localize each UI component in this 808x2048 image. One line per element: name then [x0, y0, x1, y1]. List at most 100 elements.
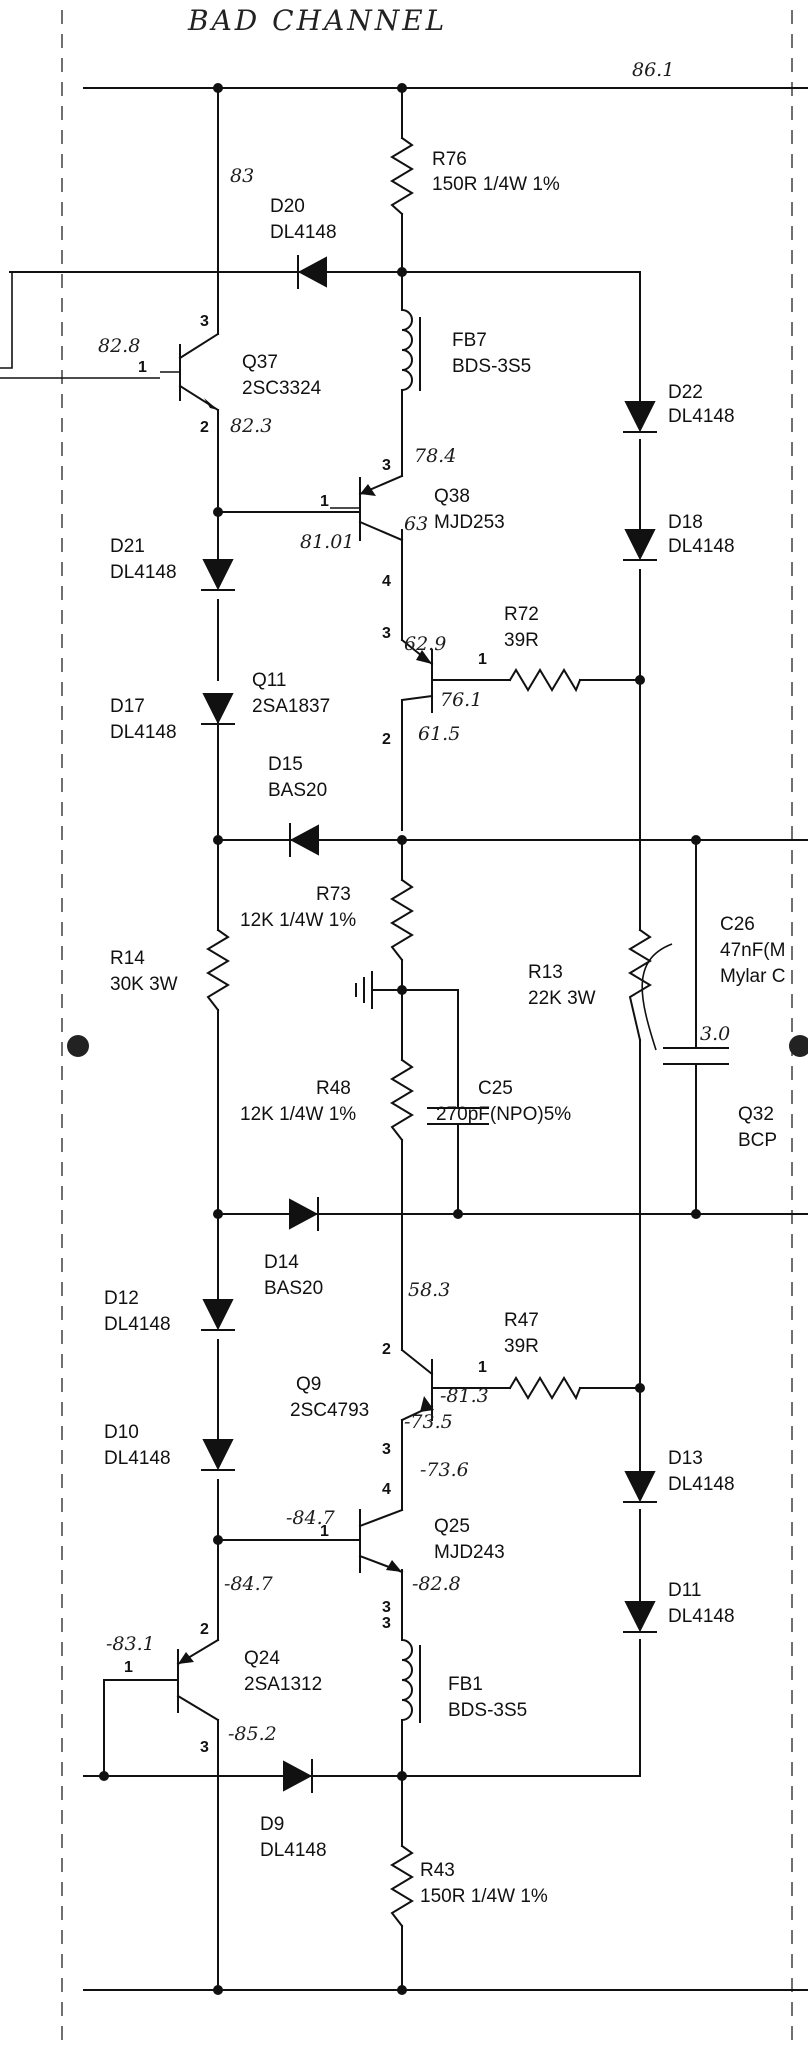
meas-neg-85-2: -85.2 — [228, 1723, 277, 1745]
svg-text:3: 3 — [382, 1441, 391, 1458]
d20-value: DL4148 — [270, 222, 337, 243]
resistor-r47: 1 R47 39R — [478, 1310, 582, 1401]
r13-ref: R13 — [528, 962, 563, 983]
svg-text:2: 2 — [382, 1341, 391, 1358]
page-border — [61, 10, 793, 2040]
diode-d9: D9 DL4148 — [260, 1759, 327, 1861]
c26-ref: C26 — [720, 914, 755, 935]
q32-value: BCP — [738, 1130, 777, 1151]
r43-value: 150R 1/4W 1% — [420, 1886, 548, 1907]
q11-ref: Q11 — [252, 670, 287, 691]
meas-neg-73-5: -73.5 — [404, 1411, 453, 1433]
svg-text:1: 1 — [478, 651, 487, 668]
svg-text:3: 3 — [382, 457, 391, 474]
q11-value: 2SA1837 — [252, 696, 330, 717]
ferrite-fb7: FB7 BDS-3S5 — [400, 308, 531, 392]
r14-ref: R14 — [110, 948, 145, 969]
diode-d21: D21 DL4148 — [110, 536, 235, 591]
q38-value: MJD253 — [434, 512, 505, 533]
fb1-value: BDS-3S5 — [448, 1700, 527, 1721]
d10-ref: D10 — [104, 1422, 139, 1443]
svg-text:3: 3 — [200, 1739, 209, 1756]
svg-text:1: 1 — [320, 493, 329, 510]
svg-text:2: 2 — [382, 731, 391, 748]
ferrite-fb1: 3 FB1 BDS-3S5 — [382, 1615, 527, 1723]
d15-value: BAS20 — [268, 780, 327, 801]
diode-d22: D22 DL4148 — [623, 382, 735, 433]
r73-ref: R73 — [316, 884, 351, 905]
meas-neg-83-1: -83.1 — [106, 1633, 155, 1655]
handwritten-measurements: 83 82.8 82.3 78.4 81.01 63 62.9 76.1 61.… — [98, 165, 730, 1745]
fb1-ref: FB1 — [448, 1674, 483, 1695]
d14-ref: D14 — [264, 1252, 299, 1273]
wires: 86.1 — [0, 59, 808, 1991]
fb7-ref: FB7 — [452, 330, 487, 351]
svg-text:3: 3 — [382, 1615, 391, 1632]
d22-ref: D22 — [668, 382, 703, 403]
q37-value: 2SC3324 — [242, 378, 322, 399]
meas-82-8: 82.8 — [98, 335, 140, 357]
d18-ref: D18 — [668, 512, 703, 533]
d14-value: BAS20 — [264, 1278, 323, 1299]
svg-text:2: 2 — [200, 419, 209, 436]
r76-value: 150R 1/4W 1% — [432, 174, 560, 195]
d12-value: DL4148 — [104, 1314, 171, 1335]
diode-d13: D13 DL4148 — [623, 1448, 735, 1503]
d11-value: DL4148 — [668, 1606, 735, 1627]
q9-ref: Q9 — [296, 1374, 321, 1395]
q9-value: 2SC4793 — [290, 1400, 369, 1421]
resistor-r72: 1 R72 39R — [478, 604, 582, 693]
r13-value: 22K 3W — [528, 988, 596, 1009]
diode-d20: D20 DL4148 — [270, 196, 337, 289]
resistor-r76: R76 150R 1/4W 1% — [390, 136, 560, 216]
meas-58-3: 58.3 — [408, 1279, 450, 1301]
c26-value: 47nF(M — [720, 940, 785, 961]
d13-value: DL4148 — [668, 1474, 735, 1495]
d22-value: DL4148 — [668, 406, 735, 427]
d13-ref: D13 — [668, 1448, 703, 1469]
fb7-value: BDS-3S5 — [452, 356, 531, 377]
d17-ref: D17 — [110, 696, 145, 717]
r48-value: 12K 1/4W 1% — [240, 1104, 356, 1125]
meas-neg-81-3: -81.3 — [440, 1385, 489, 1407]
q37-ref: Q37 — [242, 352, 278, 373]
q24-value: 2SA1312 — [244, 1674, 322, 1695]
d17-value: DL4148 — [110, 722, 177, 743]
d12-ref: D12 — [104, 1288, 139, 1309]
diode-d14: D14 BAS20 — [264, 1197, 323, 1299]
d18-value: DL4148 — [668, 536, 735, 557]
transistor-q25: 4 1 3 Q25 MJD243 — [320, 1481, 505, 1616]
meas-neg-84-7-b: -84.7 — [224, 1573, 274, 1595]
q25-ref: Q25 — [434, 1516, 470, 1537]
resistor-r14: R14 30K 3W — [110, 928, 230, 1012]
transistor-q11: 3 2 Q11 2SA1837 — [252, 625, 434, 748]
q24-ref: Q24 — [244, 1648, 280, 1669]
svg-text:3: 3 — [200, 313, 209, 330]
transistor-q38: 3 1 4 Q38 MJD253 — [320, 457, 505, 590]
resistor-r13: R13 22K 3W — [528, 928, 652, 1042]
meas-82-3: 82.3 — [230, 415, 272, 437]
svg-text:1: 1 — [138, 359, 147, 376]
r48-ref: R48 — [316, 1078, 351, 1099]
svg-text:1: 1 — [478, 1359, 487, 1376]
svg-text:3: 3 — [382, 625, 391, 642]
transistor-q9: 2 3 Q9 2SC4793 — [290, 1341, 434, 1458]
d15-ref: D15 — [268, 754, 303, 775]
meas-83: 83 — [230, 165, 254, 187]
resistor-r48: R48 12K 1/4W 1% — [240, 1058, 414, 1142]
meas-neg-82-8: -82.8 — [412, 1573, 461, 1595]
junction-dots — [67, 83, 808, 1995]
meas-neg-84-7-a: -84.7 — [286, 1507, 336, 1529]
svg-text:4: 4 — [382, 573, 391, 590]
diode-d12: D12 DL4148 — [104, 1288, 235, 1335]
transistor-q32: Q32 BCP — [738, 1104, 777, 1151]
r72-value: 39R — [504, 630, 539, 651]
r76-ref: R76 — [432, 149, 467, 170]
meas-3-0: 3.0 — [700, 1023, 730, 1045]
meas-81-01: 81.01 — [300, 531, 354, 553]
r47-ref: R47 — [504, 1310, 539, 1331]
meas-62-9: 62.9 — [404, 633, 446, 655]
svg-text:3: 3 — [382, 1599, 391, 1616]
meas-neg-73-6: -73.6 — [420, 1459, 469, 1481]
c25-ref: C25 — [478, 1078, 513, 1099]
